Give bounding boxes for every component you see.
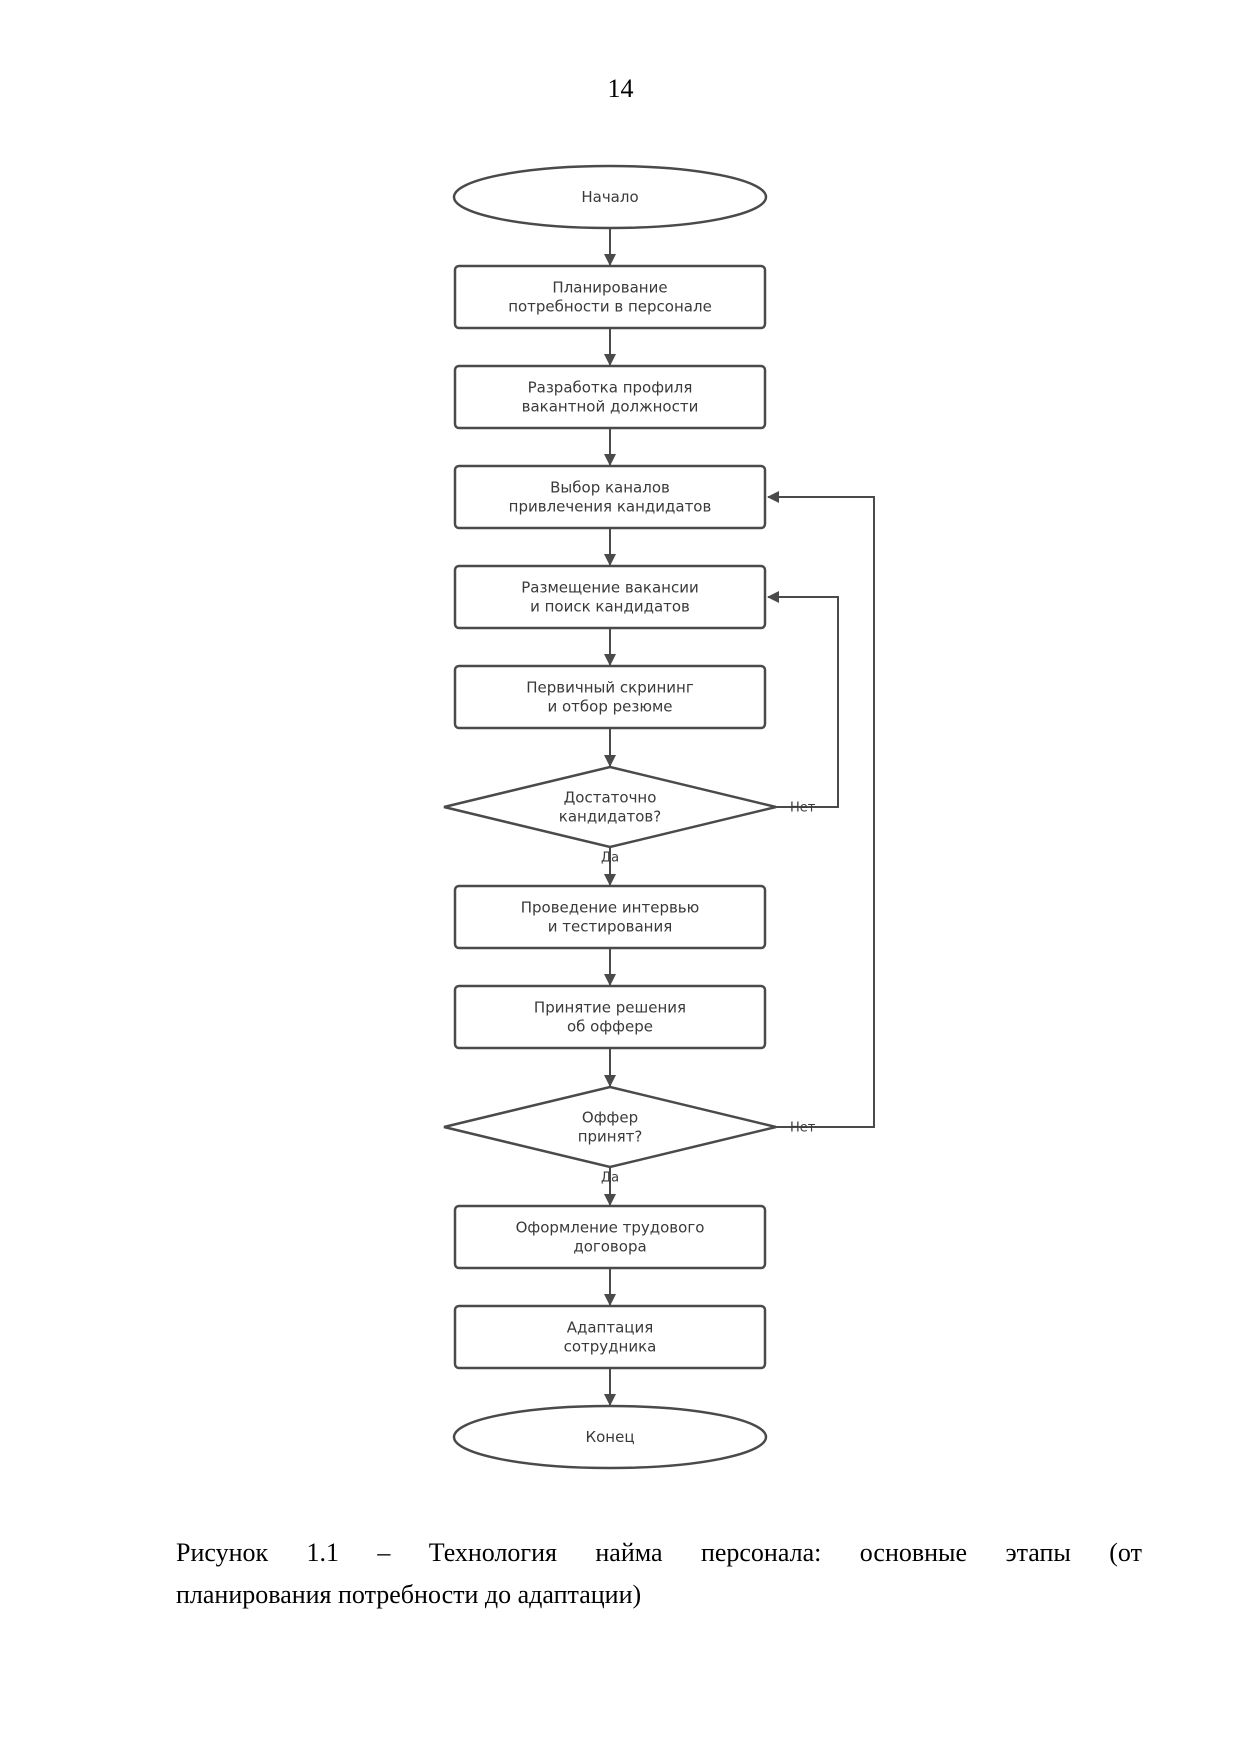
caption-word: Рисунок [176, 1538, 269, 1567]
node-label: Конец [585, 1428, 634, 1446]
node-end: Конец [452, 1404, 768, 1470]
caption-word: персонала: [700, 1538, 822, 1567]
process-shape [453, 464, 767, 530]
node-label: Оформление трудового [516, 1219, 705, 1237]
node-label: Принятие решения [534, 999, 686, 1017]
node-label: и тестирования [548, 918, 673, 936]
node-label: сотрудника [564, 1338, 657, 1356]
node-label: договора [573, 1238, 646, 1256]
caption-line-1: Рисунок 1.1 – Технология найма персонала: осно… [176, 1532, 1142, 1574]
caption-word: – [377, 1538, 391, 1567]
node-label: Достаточно [564, 789, 657, 807]
terminal-shape [452, 164, 768, 230]
node-label: Размещение вакансии [521, 579, 699, 597]
node-label: Выбор каналов [550, 479, 670, 497]
caption-word: основные [859, 1538, 968, 1567]
edge-label: Да [601, 851, 619, 866]
node-label: Начало [581, 188, 638, 206]
caption-word: этапы [1005, 1538, 1071, 1567]
process-shape [453, 1304, 767, 1370]
figure-caption: Рисунок 1.1 – Технология найма персонала: осно… [176, 1532, 1142, 1616]
page-number: 14 [607, 74, 634, 103]
edge-label: Да [601, 1171, 619, 1186]
process-shape [453, 1204, 767, 1270]
caption-word: 1.1 [306, 1538, 340, 1567]
process-shape [453, 984, 767, 1050]
decision-shape [443, 1085, 777, 1169]
caption-word: найма [595, 1538, 663, 1567]
node-start: Начало [452, 164, 768, 230]
node-label: и отбор резюме [547, 698, 672, 716]
caption-line-2: планирования потребности до адаптации) [176, 1580, 642, 1609]
node-label: вакантной должности [522, 398, 699, 416]
node-label: привлечения кандидатов [509, 498, 712, 516]
node-label: принят? [578, 1128, 643, 1146]
node-label: Адаптация [567, 1319, 654, 1337]
process-shape [453, 264, 767, 330]
process-shape [453, 664, 767, 730]
node-label: Разработка профиля [528, 379, 693, 397]
node-label: и поиск кандидатов [530, 598, 690, 616]
node-label: Оффер [582, 1109, 638, 1127]
node-label: об оффере [567, 1018, 653, 1036]
process-shape [453, 884, 767, 950]
caption-word: (от [1109, 1538, 1142, 1567]
node-label: кандидатов? [559, 808, 661, 826]
node-label: Проведение интервью [521, 899, 700, 917]
node-label: Планирование [552, 279, 667, 297]
node-label: потребности в персонале [508, 298, 712, 316]
edge-label: Нет [790, 801, 816, 816]
node-label: Первичный скрининг [526, 679, 694, 697]
caption-word: Технология [428, 1538, 557, 1567]
edge-accepted-to-channels [767, 491, 875, 1128]
edge-label: Нет [790, 1121, 816, 1136]
process-shape [453, 564, 767, 630]
process-shape [453, 364, 767, 430]
decision-shape [443, 765, 777, 849]
edge-enough-to-posting [767, 591, 839, 808]
terminal-shape [452, 1404, 768, 1470]
